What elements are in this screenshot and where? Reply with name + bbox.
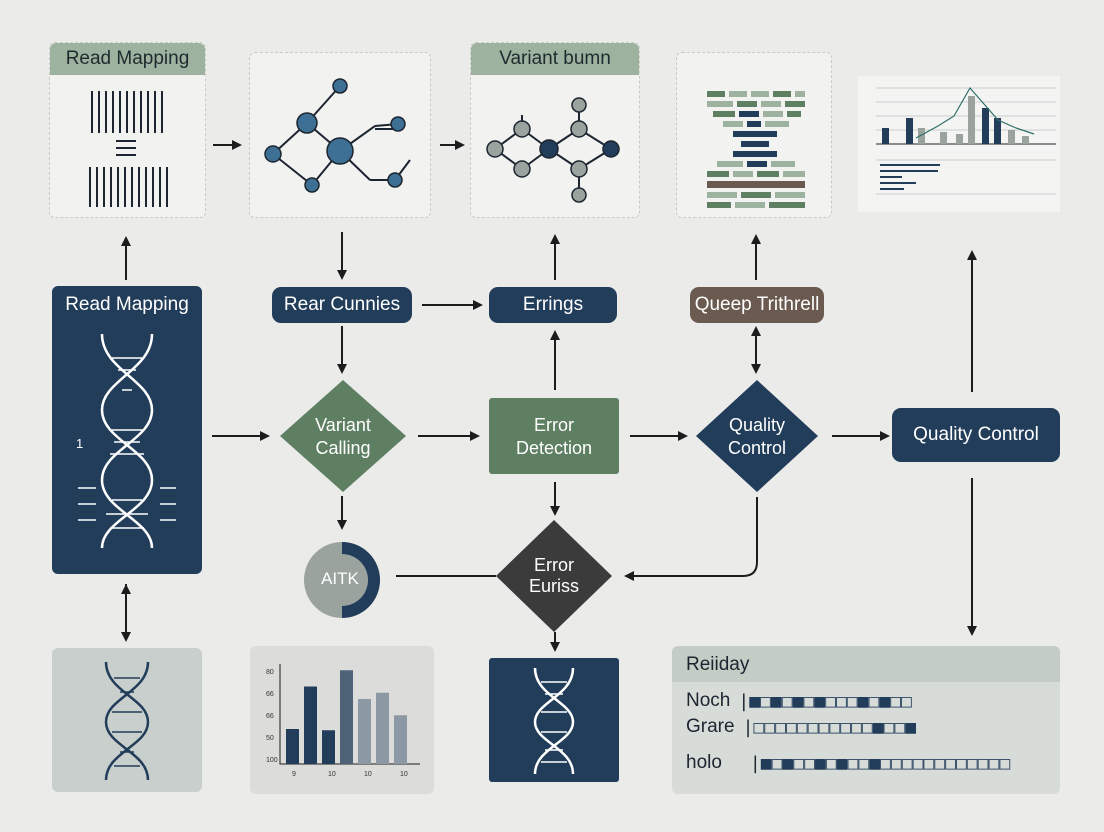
legend-row-bars: |□□□□□□□□□□□■□□■: [742, 716, 917, 738]
mini-bar: [394, 715, 407, 764]
quality-control-diamond-node[interactable]: Quality Control: [696, 380, 818, 492]
mini-bar-xtick: 10: [400, 771, 408, 778]
mini-bar: [358, 699, 371, 764]
quality-control-diamond-label-1: Quality: [728, 415, 786, 435]
dna-helix-icon: [78, 333, 176, 549]
legend-row-label: holo: [686, 752, 722, 773]
read-mapping-panel-mark: 1: [76, 436, 84, 451]
legend-row-bars: |■□■□□■□■□□■□□□□□□□□□□□□: [749, 752, 1011, 774]
legend-row: holo |■□■□□■□■□□■□□□□□□□□□□□□: [686, 752, 1010, 774]
read-mapping-panel[interactable]: Read Mapping 1: [52, 286, 202, 574]
aitk-node[interactable]: AITK: [304, 542, 380, 618]
aitk-label: AITK: [321, 569, 359, 588]
variant-calling-label-1: Variant: [315, 415, 371, 435]
variant-card: Variant bumn: [470, 42, 640, 218]
mini-bar: [340, 670, 353, 764]
legend-row: Grare |□□□□□□□□□□□■□□■: [686, 716, 916, 738]
quality-control-diamond: [696, 380, 818, 492]
error-detection-node[interactable]: Error Detection: [489, 398, 619, 474]
legend-panel: Reiiday Noch |■□■□■□■□□□■□■□□ Grare |□□□…: [672, 646, 1060, 794]
mini-bar-xtick: 9: [292, 771, 296, 778]
mini-bar: [304, 686, 317, 764]
variant-graph-icon: [486, 97, 620, 203]
molecule-card: [249, 52, 431, 218]
mini-bar-xtick: 10: [364, 771, 372, 778]
mini-bar-ytick: 80: [266, 669, 274, 676]
read-mapping-card-header: Read Mapping: [50, 43, 205, 75]
mini-bar: [286, 729, 299, 764]
molecule-network-icon: [264, 78, 411, 193]
variant-card-header: Variant bumn: [471, 43, 639, 75]
hourglass-pattern-icon: [707, 91, 805, 208]
mini-trend-chart-svg: [876, 86, 1056, 195]
mini-bar-chart: 80 66 66 50 100 9 10 10 10: [266, 664, 420, 778]
error-euriss-diamond: [496, 520, 612, 632]
error-euriss-node[interactable]: Error Euriss: [496, 520, 612, 632]
read-mapping-card: Read Mapping: [49, 42, 206, 218]
mini-bar-chart-axis: [279, 664, 420, 765]
mini-bar-ytick: 66: [266, 691, 274, 698]
read-mapping-panel-title: Read Mapping: [65, 294, 189, 315]
mini-bar-xtick: 10: [328, 771, 336, 778]
variant-calling-diamond: [280, 380, 406, 492]
legend-row-label: Noch: [686, 690, 731, 711]
pattern-card: [676, 52, 832, 218]
mini-bar-ytick: 50: [266, 735, 274, 742]
error-detection-label-1: Error: [534, 415, 574, 435]
aitk-donut: [304, 542, 380, 618]
quality-control-diamond-label-2: Control: [727, 438, 787, 458]
rear-cunnies-node[interactable]: Rear Cunnies: [272, 287, 412, 323]
error-euriss-label-1: Error: [534, 555, 574, 575]
legend-row-label: Grare: [686, 716, 735, 737]
mini-bar-ytick: 100: [266, 757, 278, 764]
legend-title: Reiiday: [686, 654, 750, 675]
queep-trithrell-node[interactable]: Queep Trithrell: [690, 287, 824, 323]
variant-calling-node[interactable]: Variant Calling: [280, 380, 406, 492]
error-detection-label-2: Detection: [515, 438, 593, 458]
legend-row: Noch |■□■□■□■□□□■□■□□: [686, 690, 912, 712]
error-euriss-label-2: Euriss: [528, 576, 579, 596]
mini-bar: [376, 692, 389, 764]
legend-header: Reiiday: [672, 646, 1060, 682]
dna-card-bottom-left: [52, 648, 202, 792]
mini-bar-ytick: 66: [266, 713, 274, 720]
read-alignment-icon: [89, 91, 168, 207]
mini-bar: [322, 730, 335, 764]
mini-trend-chart: [858, 76, 1060, 212]
legend-row-bars: |■□■□■□■□□□■□■□□: [738, 690, 912, 712]
dna-card-bottom-center: [489, 658, 619, 782]
dna-helix-white-icon: [533, 667, 575, 775]
variant-calling-label-2: Calling: [315, 438, 371, 458]
quality-control-node[interactable]: Quality Control: [892, 408, 1060, 462]
dna-helix-small-icon: [104, 661, 150, 781]
bar-chart-card: 80 66 66 50 100 9 10 10 10: [250, 646, 434, 794]
errings-node[interactable]: Errings: [489, 287, 617, 323]
